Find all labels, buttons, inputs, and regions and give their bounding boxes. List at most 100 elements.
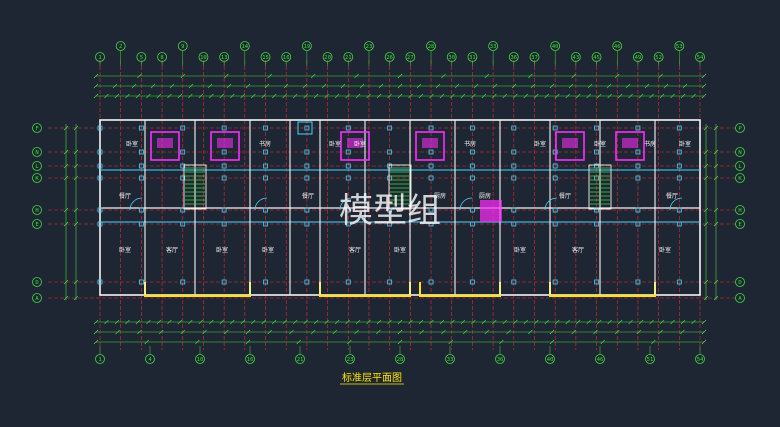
axis-top-1: 1	[95, 52, 105, 62]
axis-top-19: 19	[301, 41, 312, 51]
axis-top-23: 23	[364, 41, 374, 51]
svg-text:54: 54	[697, 55, 704, 61]
svg-text:N: N	[35, 150, 38, 156]
svg-text:10: 10	[197, 357, 204, 363]
axis-top-30: 30	[446, 52, 457, 62]
svg-text:36: 36	[510, 55, 517, 61]
axis-bottom-4: 4	[145, 354, 155, 364]
interior-walls	[97, 120, 682, 295]
axis-top-37: 37	[529, 52, 540, 62]
axis-bottom-54: 54	[695, 354, 705, 364]
svg-text:23: 23	[347, 357, 354, 363]
stair-and-fixtures	[129, 121, 683, 222]
svg-text:33: 33	[447, 357, 454, 363]
room-label-lower: 卧室	[514, 246, 526, 254]
axis-top-5: 5	[136, 52, 147, 62]
room-label-lower: 卧室	[119, 246, 131, 254]
axis-right-P: P	[735, 123, 745, 133]
axis-bubbles-right: P N LK H E D A	[735, 123, 745, 303]
axis-left-A: A	[32, 293, 42, 303]
watermark-text: 模型组	[339, 191, 441, 231]
svg-text:5: 5	[140, 55, 143, 61]
svg-text:28: 28	[428, 44, 435, 50]
svg-text:A: A	[738, 296, 742, 302]
svg-text:26: 26	[386, 55, 393, 61]
axis-top-21: 21	[343, 52, 354, 62]
svg-text:27: 27	[407, 55, 414, 61]
svg-text:15: 15	[262, 55, 269, 61]
axis-right-A: A	[735, 293, 745, 303]
svg-text:K: K	[738, 176, 742, 182]
room-label-lower: 卧室	[659, 246, 671, 254]
svg-text:9: 9	[181, 44, 184, 50]
room-label-upper: 书房	[464, 140, 476, 148]
svg-text:D: D	[738, 280, 741, 286]
axis-right-D: D	[735, 277, 745, 287]
svg-text:14: 14	[242, 44, 249, 50]
svg-text:31: 31	[469, 55, 476, 61]
axis-left-E: E	[32, 219, 42, 229]
svg-text:E: E	[35, 222, 38, 228]
svg-text:13: 13	[221, 55, 228, 61]
axis-top-31: 31	[467, 52, 478, 62]
room-label-extra: 餐厅	[302, 192, 314, 200]
axis-left-N: N	[32, 147, 42, 157]
room-label-lower: 客厅	[572, 246, 584, 254]
svg-text:21: 21	[297, 357, 304, 363]
axis-top-33: 33	[488, 41, 499, 51]
axis-top-14: 14	[239, 41, 250, 51]
axis-top-15: 15	[260, 52, 271, 62]
room-label-extra: 厨房	[434, 192, 446, 200]
axis-bottom-21: 21	[295, 354, 305, 364]
svg-text:49: 49	[635, 55, 642, 61]
axis-top-13: 13	[219, 52, 230, 62]
axis-top-16: 16	[281, 52, 292, 62]
svg-text:54: 54	[697, 357, 704, 363]
room-label-upper: 卧室	[534, 140, 546, 148]
svg-text:36: 36	[497, 357, 504, 363]
axis-top-36: 36	[508, 52, 519, 62]
axis-left-L: L	[32, 161, 42, 171]
svg-text:52: 52	[655, 55, 662, 61]
svg-text:16: 16	[247, 357, 254, 363]
svg-text:23: 23	[366, 44, 373, 50]
room-label-lower: 卧室	[216, 246, 228, 254]
axis-left-H: H	[32, 205, 42, 215]
svg-text:46: 46	[614, 44, 621, 50]
svg-text:8: 8	[160, 55, 163, 61]
svg-text:L: L	[738, 164, 742, 170]
axis-top-40: 40	[550, 41, 561, 51]
room-label-extra: 餐厅	[559, 192, 571, 200]
axis-left-K: K	[32, 173, 42, 183]
room-label-upper: 卧室	[594, 140, 606, 148]
axis-right-L: L	[735, 161, 745, 171]
svg-text:40: 40	[547, 357, 554, 363]
axis-top-45: 45	[591, 52, 602, 62]
room-label-upper: 卧室	[679, 140, 691, 148]
room-label-upper: 卧室	[354, 140, 366, 148]
axis-bottom-28: 28	[395, 354, 405, 364]
axis-bottom-33: 33	[445, 354, 455, 364]
svg-text:28: 28	[397, 357, 404, 363]
axis-bottom-40: 40	[545, 354, 555, 364]
room-label-upper: 书房	[644, 140, 656, 148]
axis-bottom-1: 1	[95, 354, 105, 364]
axis-top-28: 28	[426, 41, 436, 51]
axis-bottom-16: 16	[245, 354, 255, 364]
axis-top-20: 20	[322, 52, 333, 62]
axis-right-N: N	[735, 147, 745, 157]
svg-text:A: A	[35, 296, 39, 302]
svg-text:P: P	[738, 126, 742, 132]
axis-left-F: F	[32, 123, 42, 133]
svg-text:1: 1	[98, 357, 101, 363]
svg-text:H: H	[738, 208, 741, 214]
svg-text:E: E	[738, 222, 741, 228]
svg-text:37: 37	[531, 55, 538, 61]
drawing-caption: 标准层平面图	[342, 372, 402, 384]
room-labels: 卧室书房卧室卧室书房卧室卧室书房卧室卧室客厅卧室卧室客厅卧室卧室客厅卧室餐厅餐厅…	[119, 140, 691, 254]
axis-top-54: 54	[695, 52, 705, 62]
svg-text:30: 30	[448, 55, 455, 61]
